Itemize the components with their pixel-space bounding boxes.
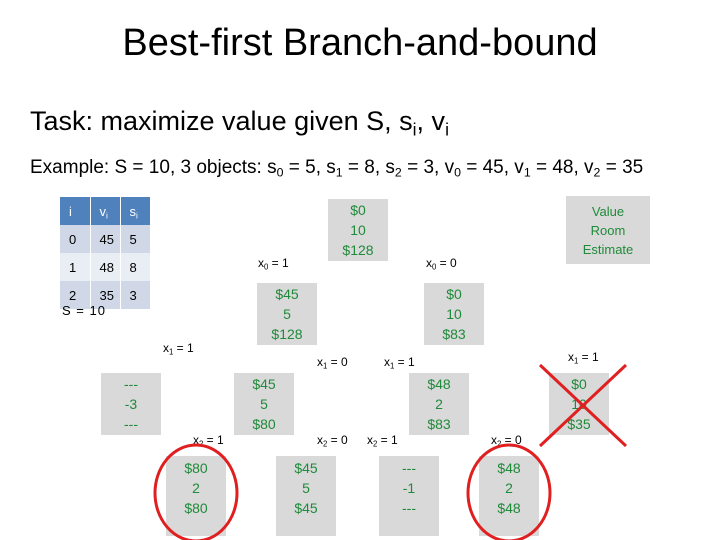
example-sub: 1: [335, 165, 343, 180]
table-cell: 35: [90, 281, 121, 309]
header-cell-i: i: [60, 197, 91, 225]
table-row: 1 48 8: [60, 253, 150, 281]
example-part: = 3, v: [401, 157, 455, 178]
table-row: 2 35 3: [60, 281, 150, 309]
tree-node-infeasible: ----1---: [379, 456, 439, 536]
example-part: = 5, s: [283, 157, 336, 178]
legend-value: Value: [591, 204, 625, 219]
example-part: = 48, v: [530, 157, 594, 178]
table-cell: 2: [60, 281, 91, 309]
edge-label: x1 = 0: [317, 355, 348, 371]
example-sub: 0: [454, 165, 461, 180]
edge-label: x1 = 1: [568, 350, 599, 366]
example-sub: 1: [523, 165, 531, 180]
example-sub: 2: [394, 165, 402, 180]
header-cell-v: vi: [90, 197, 121, 225]
example-sub: 2: [593, 165, 601, 180]
task-text: Task: maximize value given S, s: [30, 106, 413, 136]
legend-estimate: Estimate: [582, 242, 634, 257]
legend-room: Room: [590, 223, 626, 238]
prune-cross-line: [538, 363, 628, 448]
example-sub: 0: [276, 165, 284, 180]
legend-box: Value Room Estimate: [566, 196, 650, 264]
table-cell: 1: [60, 253, 91, 281]
solution-highlight-circle: [153, 443, 239, 540]
edge-label: x2 = 1: [367, 433, 398, 449]
example-part: = 35: [600, 157, 644, 178]
leaf-highlight-circle: [466, 443, 552, 540]
table-cell: 45: [90, 225, 121, 253]
header-cell-s: si: [120, 197, 150, 225]
task-sub-i-2: i: [445, 119, 449, 140]
task-statement: Task: maximize value given S, si, vi: [30, 106, 449, 140]
edge-label: x2 = 0: [491, 433, 522, 449]
tree-node-infeasible: ----3---: [101, 373, 161, 435]
edge-label: x0 = 0: [426, 256, 457, 272]
objects-table: i vi si 0 45 5 1 48 8 2 35 3: [60, 197, 150, 309]
edge-label: x1 = 1: [384, 355, 415, 371]
table-cell: 48: [90, 253, 121, 281]
table-cell: 0: [60, 225, 91, 253]
table-cell: 8: [120, 253, 150, 281]
example-part: = 45, v: [460, 157, 524, 178]
example-statement: Example: S = 10, 3 objects: s0 = 5, s1 =…: [30, 157, 643, 179]
edge-label: x0 = 1: [258, 256, 289, 272]
slide-title: Best-first Branch-and-bound: [122, 22, 598, 64]
example-part: Example: S = 10, 3 objects: s: [30, 157, 277, 178]
task-text-2: , v: [416, 106, 446, 136]
table-header-row: i vi si: [60, 197, 150, 225]
table-row: 0 45 5: [60, 225, 150, 253]
edge-label: x1 = 1: [163, 341, 194, 357]
capacity-label: S = 10: [62, 303, 106, 318]
example-part: = 8, s: [342, 157, 395, 178]
edge-label: x2 = 0: [317, 433, 348, 449]
table-cell: 5: [120, 225, 150, 253]
table-cell: 3: [120, 281, 150, 309]
task-sub-i: i: [412, 119, 417, 140]
